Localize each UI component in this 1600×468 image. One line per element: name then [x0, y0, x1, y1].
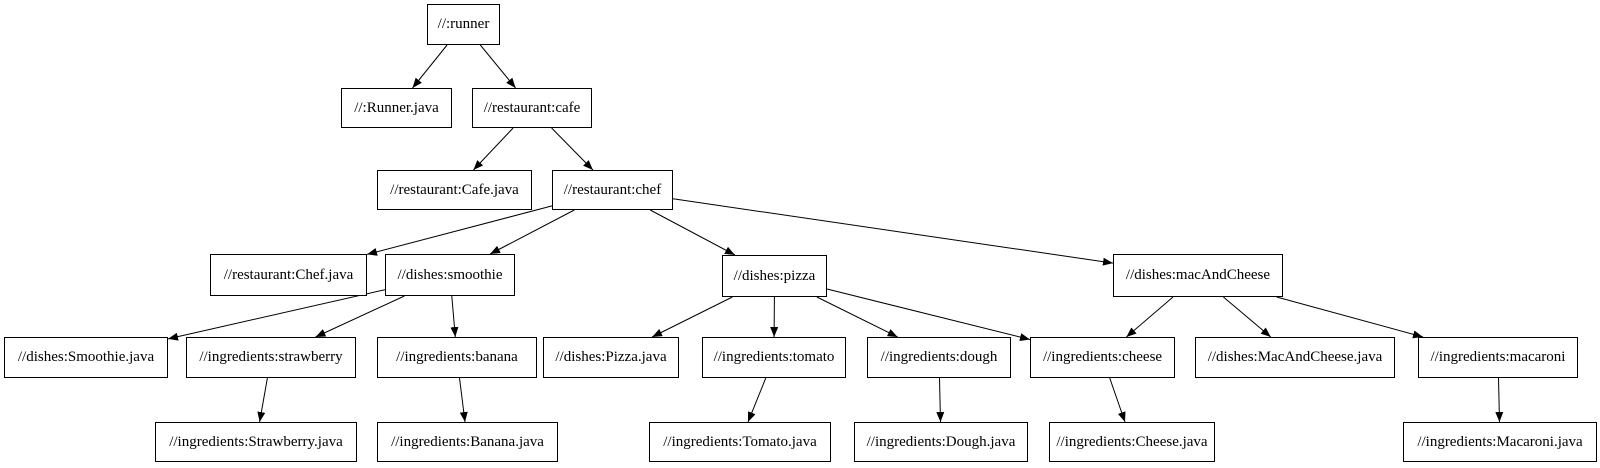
graph-node-cheese: //ingredients:cheese [1030, 337, 1175, 378]
edge-cafe-to-chef [551, 127, 594, 171]
graph-node-label: //dishes:Pizza.java [555, 349, 667, 365]
graph-node-runner_java: //:Runner.java [341, 88, 452, 128]
graph-node-cafe_java: //restaurant:Cafe.java [377, 170, 532, 210]
graph-node-label: //dishes:macAndCheese [1125, 267, 1271, 283]
graph-node-label: //dishes:MacAndCheese.java [1207, 349, 1383, 365]
graph-node-label: //ingredients:Strawberry.java [169, 433, 343, 450]
graph-node-label: //ingredients:cheese [1042, 349, 1163, 365]
edge-chef-to-smoothie [489, 209, 575, 255]
edge-runner-to-runner_java [412, 44, 448, 89]
graph-node-label: //:runner [437, 16, 490, 32]
graph-node-dough: //ingredients:dough [867, 337, 1011, 378]
graph-node-label: //dishes:pizza [733, 267, 816, 284]
graph-node-label: //ingredients:Cheese.java [1056, 433, 1208, 450]
graph-node-chef_java: //restaurant:Chef.java [210, 254, 367, 296]
graph-node-banana_java: //ingredients:Banana.java [377, 422, 558, 462]
graph-node-label: //:Runner.java [354, 99, 439, 116]
graph-node-dough_java: //ingredients:Dough.java [854, 422, 1028, 462]
graph-node-smoothie_java: //dishes:Smoothie.java [4, 337, 168, 378]
graph-node-mac_and_cheese_java: //dishes:MacAndCheese.java [1195, 337, 1395, 378]
graph-node-cheese_java: //ingredients:Cheese.java [1049, 422, 1215, 462]
graph-node-chef: //restaurant:chef [552, 170, 673, 210]
graph-node-smoothie: //dishes:smoothie [385, 254, 515, 296]
graph-node-label: //ingredients:tomato [713, 349, 835, 365]
graph-node-macaroni_java: //ingredients:Macaroni.java [1403, 422, 1597, 462]
edge-chef-to-mac_and_cheese [672, 198, 1114, 266]
edge-mac_and_cheese-to-cheese [1126, 296, 1174, 338]
graph-node-label: //dishes:Smoothie.java [17, 349, 155, 365]
graph-node-runner: //:runner [427, 4, 500, 45]
edge-mac_and_cheese-to-mac_and_cheese_java [1223, 296, 1272, 338]
graph-node-strawberry_java: //ingredients:Strawberry.java [155, 422, 357, 462]
graph-node-banana: //ingredients:banana [377, 337, 537, 378]
graph-node-tomato_java: //ingredients:Tomato.java [649, 422, 831, 462]
graph-node-label: //restaurant:chef [563, 181, 662, 198]
edge-pizza-to-cheese [826, 288, 1031, 341]
edge-pizza-to-pizza_java [651, 296, 733, 338]
edge-chef-to-pizza [649, 209, 736, 256]
edge-strawberry-to-strawberry_java [257, 377, 268, 423]
edge-mac_and_cheese-to-macaroni [1276, 296, 1424, 339]
edge-tomato-to-tomato_java [747, 377, 767, 423]
edge-dough-to-dough_java [936, 377, 945, 423]
graph-node-label: //ingredients:Banana.java [391, 433, 544, 450]
graph-node-label: //ingredients:Macaroni.java [1417, 433, 1583, 450]
edge-pizza-to-dough [816, 296, 898, 338]
graph-node-pizza: //dishes:pizza [722, 255, 827, 297]
graph-node-strawberry: //ingredients:strawberry [186, 337, 356, 378]
graph-node-label: //ingredients:dough [880, 349, 998, 365]
graph-node-label: //restaurant:Cafe.java [390, 181, 519, 198]
graph-node-label: //ingredients:banana [396, 349, 518, 365]
graph-node-label: //dishes:smoothie [397, 266, 503, 283]
edge-smoothie-to-smoothie_java [167, 289, 386, 341]
edge-banana-to-banana_java [459, 377, 468, 423]
edge-runner-to-cafe [479, 44, 516, 89]
edge-smoothie-to-banana [450, 295, 459, 338]
graph-node-label: //restaurant:Chef.java [223, 266, 354, 283]
graph-node-macaroni: //ingredients:macaroni [1418, 337, 1578, 378]
graph-node-label: //ingredients:macaroni [1430, 349, 1566, 365]
graph-node-pizza_java: //dishes:Pizza.java [543, 337, 679, 378]
graph-node-mac_and_cheese: //dishes:macAndCheese [1113, 254, 1283, 297]
graph-node-tomato: //ingredients:tomato [702, 337, 846, 378]
graph-node-cafe: //restaurant:cafe [472, 88, 592, 128]
edge-macaroni-to-macaroni_java [1495, 377, 1504, 423]
edge-cheese-to-cheese_java [1109, 377, 1126, 423]
edge-chef-to-chef_java [366, 205, 553, 256]
edge-smoothie-to-strawberry [315, 295, 405, 338]
graph-node-label: //ingredients:Tomato.java [663, 433, 817, 450]
graph-node-label: //ingredients:strawberry [199, 349, 343, 365]
edge-cafe-to-cafe_java [473, 127, 514, 171]
graph-node-label: //restaurant:cafe [483, 99, 581, 116]
graph-node-label: //ingredients:Dough.java [866, 433, 1016, 450]
